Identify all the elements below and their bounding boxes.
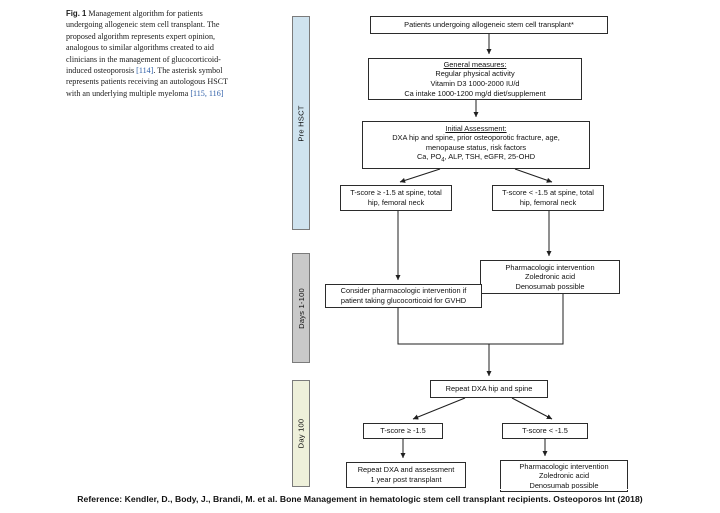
node-final-left-line1: Repeat DXA and assessment	[357, 465, 455, 475]
node-tscore-ge-15-prehsct: T-score ≥ -1.5 at spine, total hip, femo…	[340, 185, 452, 211]
node-final-right-line3: Denosumab possible	[529, 480, 599, 490]
node-general-line3: Ca intake 1000-1200 mg/d diet/supplement	[404, 88, 546, 98]
node-consider-line1: Consider pharmacologic intervention if	[340, 286, 467, 296]
merge-line-pharm	[489, 294, 564, 345]
node-pharmacologic-intervention-lower: Pharmacologic intervention Zoledronic ac…	[500, 460, 628, 492]
node-initial-line3-subscript: 4	[441, 157, 445, 164]
node-patients-undergoing-transplant: Patients undergoing allogeneic stem cell…	[370, 16, 608, 34]
source-reference: Reference: Kendler, D., Body, J., Brandi…	[77, 494, 643, 504]
node-general-measures: General measures: Regular physical activ…	[368, 58, 582, 100]
node-tscore-ge-15-day100: T-score ≥ -1.5	[363, 423, 443, 439]
figure-caption-citation-1[interactable]: [114]	[136, 66, 154, 76]
node-initial-line3-b: , ALP, TSH, eGFR, 25-OHD	[444, 152, 536, 162]
node-top-line1: Patients undergoing allogeneic stem cell…	[404, 20, 574, 30]
node-tscore-right2-line1: T-score < -1.5	[522, 426, 568, 436]
node-initial-header: Initial Assessment:	[445, 123, 507, 133]
node-pharm-upper-line1: Pharmacologic intervention	[505, 262, 595, 272]
node-general-header: General measures:	[443, 59, 507, 69]
node-repeat-dxa-one-year: Repeat DXA and assessment 1 year post tr…	[346, 462, 466, 488]
node-pharm-upper-line3: Denosumab possible	[515, 281, 585, 291]
node-pharmacologic-intervention-upper: Pharmacologic intervention Zoledronic ac…	[480, 260, 620, 294]
merge-line-consider	[397, 308, 489, 345]
node-general-line2: Vitamin D3 1000-2000 IU/d	[430, 79, 520, 88]
node-pharm-upper-line2: Zoledronic acid	[524, 272, 576, 282]
phase-label-day-100: Day 100	[296, 418, 306, 449]
node-initial-line3-a: Ca, PO	[416, 152, 442, 162]
figure-caption-citation-2[interactable]: [115, 116]	[190, 88, 224, 98]
node-tscore-left-line2: hip, femoral neck	[367, 198, 425, 207]
phase-bar-day-100: Day 100	[292, 380, 310, 487]
phase-bar-pre-hsct: Pre HSCT	[292, 16, 310, 230]
node-tscore-right-line2: hip, femoral neck	[519, 198, 577, 207]
phase-label-days-1-100: Days 1-100	[296, 287, 306, 329]
node-tscore-lt-15-day100: T-score < -1.5	[502, 423, 588, 439]
figure-caption-label: Fig. 1	[66, 9, 87, 18]
node-tscore-lt-15-prehsct: T-score < -1.5 at spine, total hip, femo…	[492, 185, 604, 211]
node-tscore-right-line1: T-score < -1.5 at spine, total	[502, 188, 594, 198]
phase-label-pre-hsct: Pre HSCT	[296, 104, 306, 142]
node-initial-line2: menopause status, risk factors	[425, 142, 527, 152]
node-general-line1: Regular physical activity	[435, 69, 515, 79]
arrow-repeat-to-tscore-left2	[412, 397, 466, 420]
bottom-divider	[0, 489, 720, 490]
node-initial-assessment: Initial Assessment: DXA hip and spine, p…	[362, 121, 590, 169]
node-initial-line3: Ca, PO4, ALP, TSH, eGFR, 25-OHD	[417, 152, 535, 166]
node-repeat-dxa-hip-and-spine: Repeat DXA hip and spine	[430, 380, 548, 398]
node-consider-line2: patient taking glucocorticoid for GVHD	[340, 296, 467, 305]
node-tscore-left-line1: T-score ≥ -1.5 at spine, total	[350, 188, 442, 198]
node-final-left-line2: 1 year post transplant	[370, 475, 442, 484]
figure-caption-text-2: . The asterisk symbol represents patient…	[66, 66, 228, 98]
figure-caption-text-1: Management algorithm for patients underg…	[66, 9, 221, 76]
arrow-initial-to-tscore-right	[514, 168, 553, 183]
node-consider-pharmacologic-intervention: Consider pharmacologic intervention if p…	[325, 284, 482, 308]
arrow-repeat-to-tscore-right2	[511, 397, 553, 420]
node-tscore-left2-line1: T-score ≥ -1.5	[380, 426, 426, 436]
node-final-right-line2: Zoledronic acid	[538, 471, 590, 481]
node-final-right-line1: Pharmacologic intervention	[519, 461, 609, 471]
arrow-initial-to-tscore-left	[399, 168, 441, 183]
figure-caption: Fig. 1 Management algorithm for patients…	[66, 8, 238, 99]
phase-bar-days-1-100: Days 1-100	[292, 253, 310, 363]
node-initial-line1: DXA hip and spine, prior osteoporotic fr…	[392, 133, 560, 143]
node-repeat-dxa-line1: Repeat DXA hip and spine	[445, 384, 533, 394]
